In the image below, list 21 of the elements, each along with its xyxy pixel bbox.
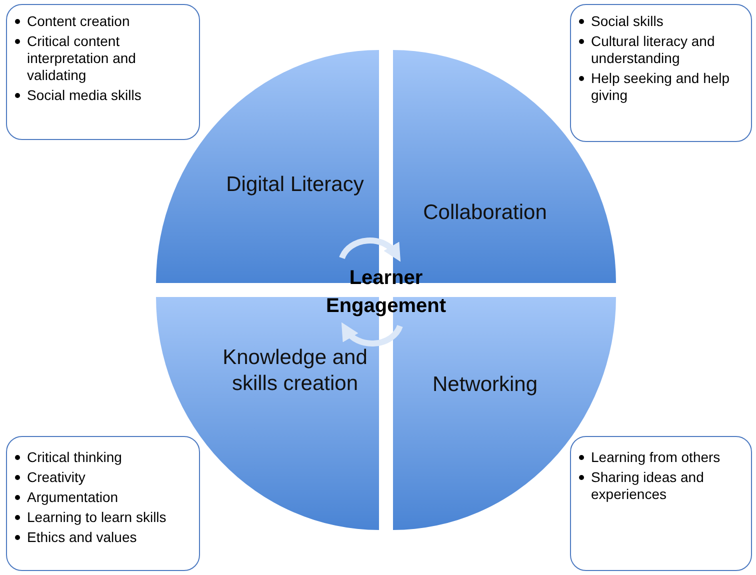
- list-item: Argumentation: [27, 489, 118, 506]
- list-item: Creativity: [27, 469, 86, 486]
- list-item: Critical content interpretation and validating: [27, 33, 137, 84]
- text-box: [570, 4, 752, 142]
- list-item: Sharing ideas and experiences: [591, 469, 705, 503]
- quadrant-label: Collaboration: [422, 200, 548, 226]
- list-item: Social media skills: [27, 87, 142, 104]
- quadrant-label: Knowledge and skills creation: [222, 345, 368, 397]
- text-box: [6, 436, 200, 571]
- text-box: [570, 436, 752, 571]
- list-item: Content creation: [27, 13, 130, 30]
- list-item: Learning to learn skills: [27, 509, 166, 526]
- quadrant-label: Networking: [431, 372, 539, 398]
- text-box: [6, 4, 200, 140]
- list-item: Cultural literacy and understanding: [591, 33, 716, 67]
- list-item: Critical thinking: [27, 449, 122, 466]
- list-item: Help seeking and help giving: [591, 70, 731, 104]
- quadrant-label: Digital Literacy: [225, 172, 365, 198]
- list-item: Ethics and values: [27, 529, 137, 546]
- list-item: Social skills: [591, 13, 664, 30]
- list-item: Learning from others: [591, 449, 720, 466]
